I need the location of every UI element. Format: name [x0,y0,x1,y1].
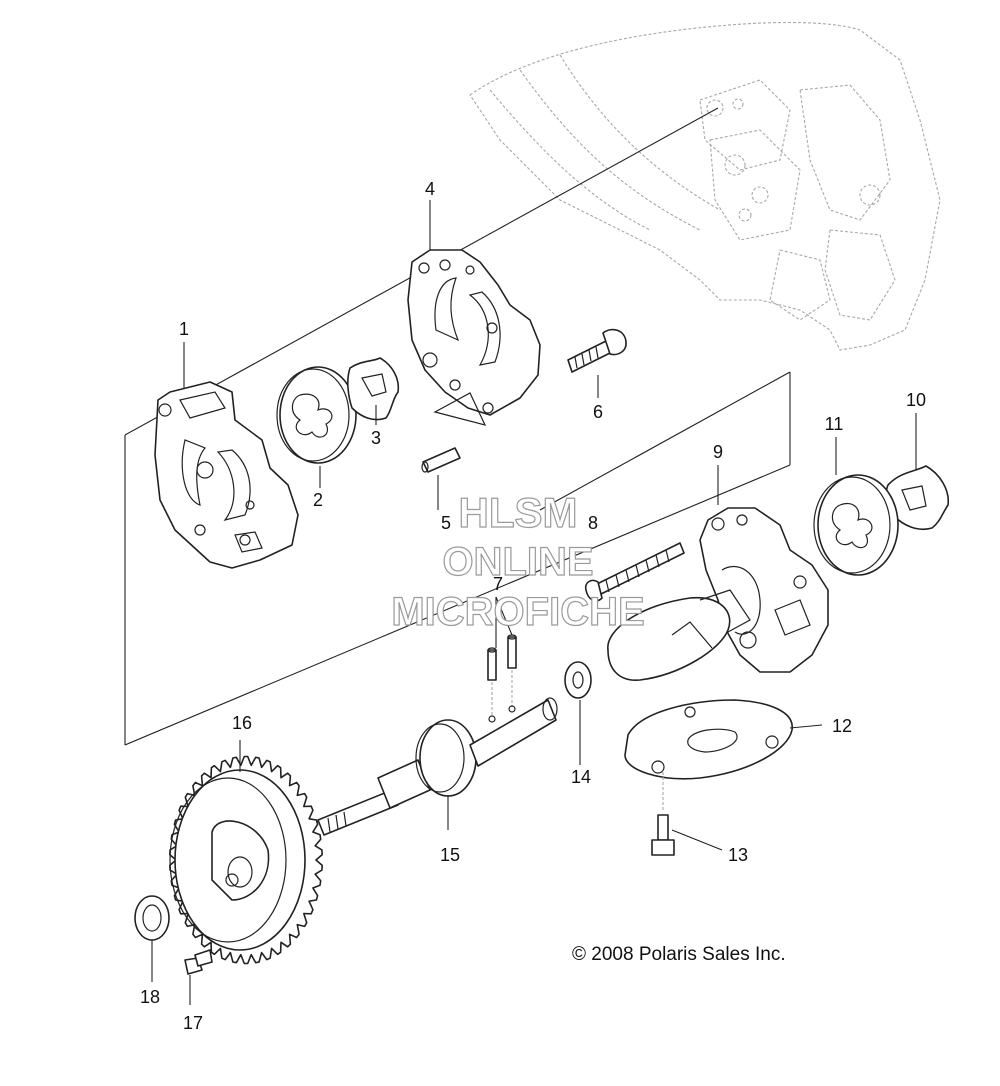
small-bolt-part-17 [184,949,213,975]
pins-part-7 [487,596,517,717]
callout-2: 2 [313,490,323,510]
pump-body-part-1 [154,381,299,569]
callout-13: 13 [728,845,748,865]
outer-rotor-part-2 [276,366,357,464]
callout-6: 6 [593,402,603,422]
long-bolt-part-8 [584,542,685,602]
callout-leaders [151,200,917,1005]
callout-12: 12 [832,716,852,736]
washer-part-18 [134,895,170,941]
pump-housing-part-9 [699,507,829,673]
callout-18: 18 [140,987,160,1007]
bolt-part-6 [567,328,627,398]
pump-cover-part-4 [407,249,541,426]
callout-8: 8 [588,513,598,533]
callout-10: 10 [906,390,926,410]
callout-7: 7 [493,574,503,594]
dowel-pin-part-5 [421,447,461,510]
washer-part-14 [564,661,592,699]
oil-strainer-pickup [607,589,751,681]
watermark-line-3: MICROFICHE [391,590,644,634]
callout-11: 11 [825,414,844,434]
callout-9: 9 [713,442,723,462]
shaft-part-15 [317,697,558,836]
callout-14: 14 [571,767,591,787]
watermark-line-2: ONLINE [442,540,593,584]
gear-part-16 [169,755,323,965]
callout-5: 5 [441,513,451,533]
callout-3: 3 [371,428,381,448]
outer-rotor-part-11 [813,474,899,576]
inner-rotor-part-3 [347,357,400,421]
watermark: HLSM ONLINE MICROFICHE [391,488,646,634]
cover-plate-part-12 [624,699,793,780]
screw-part-13 [651,772,675,856]
callout-17: 17 [183,1013,203,1033]
callout-labels: 1 2 3 4 5 6 7 8 9 10 11 12 13 14 15 16 1… [140,179,926,1033]
copyright-notice: © 2008 Polaris Sales Inc. [572,944,786,965]
callout-4: 4 [425,179,435,199]
watermark-line-1: HLSM [459,489,578,536]
callout-1: 1 [179,319,189,339]
callout-16: 16 [232,713,252,733]
engine-block-outline [469,21,941,351]
callout-15: 15 [440,845,460,865]
